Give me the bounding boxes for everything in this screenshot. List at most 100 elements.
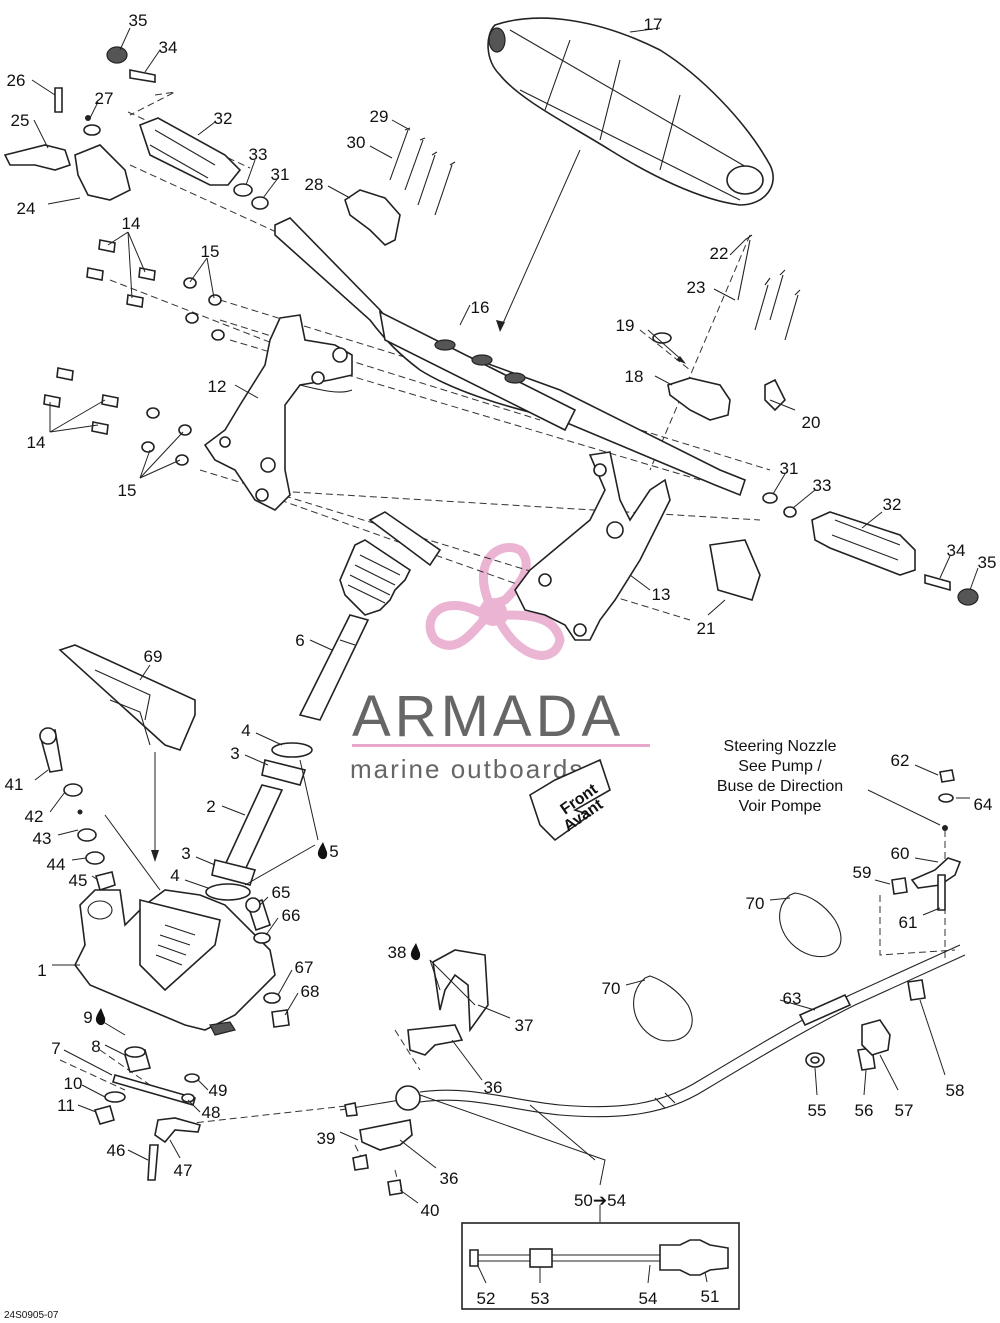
part-number-label: 5 bbox=[329, 842, 338, 861]
part-number-label: 8 bbox=[91, 1037, 100, 1056]
part-number-label: 6 bbox=[295, 631, 304, 650]
part-number-label: 31 bbox=[780, 459, 799, 478]
part-number-label: 66 bbox=[282, 906, 301, 925]
part-1-base-plate bbox=[74, 889, 276, 1036]
part-number-label: 22 bbox=[710, 244, 729, 263]
part-number-label: 33 bbox=[249, 145, 268, 164]
part-number-label: 52 bbox=[477, 1289, 496, 1308]
part-number-label: 67 bbox=[295, 958, 314, 977]
part-number-label: 20 bbox=[802, 413, 821, 432]
part-number-label: 21 bbox=[697, 619, 716, 638]
part-number-label: 11 bbox=[57, 1096, 75, 1115]
part-number-label: 7 bbox=[51, 1039, 60, 1058]
part-number-label: 60 bbox=[891, 844, 910, 863]
part-number-label: 27 bbox=[95, 89, 114, 108]
part-number-label: 70 bbox=[602, 979, 621, 998]
part-16-handlebar bbox=[274, 217, 746, 497]
part-number-label: 43 bbox=[33, 829, 52, 848]
part-number-label: 34 bbox=[159, 38, 178, 57]
part-number-label: 1 bbox=[37, 961, 46, 980]
drawing-code: 24S0905-07 bbox=[4, 1310, 59, 1321]
part-number-label: 17 bbox=[644, 15, 663, 34]
part-number-label: 38 bbox=[388, 943, 407, 962]
part-number-label: 61 bbox=[899, 913, 918, 932]
part-number-label: 10 bbox=[64, 1074, 83, 1093]
parts-65-68-fasteners bbox=[245, 897, 290, 1028]
note-line-1: Steering Nozzle bbox=[724, 738, 837, 755]
part-number-label: 55 bbox=[808, 1101, 827, 1120]
parts-2-3-4-bushings bbox=[205, 742, 313, 901]
part-number-label: 33 bbox=[813, 476, 832, 495]
part-number-label: 30 bbox=[347, 133, 366, 152]
parts-14-15-bolts-washers bbox=[43, 239, 225, 466]
part-number-label: 56 bbox=[855, 1101, 874, 1120]
part-number-label: 62 bbox=[891, 751, 910, 770]
part-number-label: 15 bbox=[201, 242, 220, 261]
steering-nozzle-note: Steering Nozzle See Pump / Buse de Direc… bbox=[717, 738, 843, 815]
part-number-label: 65 bbox=[272, 883, 291, 902]
part-number-label: 42 bbox=[25, 807, 44, 826]
part-number-label: 44 bbox=[47, 855, 66, 874]
oil-drop-icon bbox=[95, 842, 421, 1026]
note-line-3: Buse de Direction bbox=[717, 778, 843, 795]
part-number-label: 36 bbox=[484, 1078, 503, 1097]
cable-assembly bbox=[339, 944, 966, 1118]
part-17-housing bbox=[487, 17, 774, 206]
part-number-label: 53 bbox=[531, 1289, 550, 1308]
part-number-label: 24 bbox=[17, 199, 36, 218]
part-number-label: 64 bbox=[974, 795, 993, 814]
armada-logo: ARMADA marine outboards bbox=[350, 543, 650, 784]
part-number-label: 3 bbox=[230, 744, 239, 763]
part-number-label: 14 bbox=[122, 214, 141, 233]
parts-36-40-clamp bbox=[352, 949, 489, 1196]
note-line-4: Voir Pompe bbox=[739, 798, 822, 815]
part-number-label: 34 bbox=[947, 541, 966, 560]
part-number-label: 48 bbox=[202, 1103, 221, 1122]
part-number-label: 4 bbox=[241, 721, 250, 740]
part-number-label: 47 bbox=[174, 1161, 193, 1180]
part-number-label: 37 bbox=[515, 1016, 534, 1035]
part-number-label: 68 bbox=[301, 982, 320, 1001]
part-number-label: 19 bbox=[616, 316, 635, 335]
parts-55-58 bbox=[805, 979, 926, 1071]
parts-41-45-bolt-stack bbox=[39, 727, 116, 892]
parts-31-35-right-grip bbox=[762, 492, 979, 606]
part-number-label: 9 bbox=[83, 1008, 92, 1027]
part-number-label: 59 bbox=[853, 863, 872, 882]
part-number-label: 31 bbox=[271, 165, 290, 184]
part-number-label: 69 bbox=[144, 647, 163, 666]
part-number-label: 23 bbox=[687, 278, 706, 297]
parts-7-11-linkage bbox=[93, 1046, 201, 1181]
part-number-label: 46 bbox=[107, 1141, 126, 1160]
part-number-label: 32 bbox=[883, 495, 902, 514]
part-number-label: 18 bbox=[625, 367, 644, 386]
part-number-label: 54 bbox=[639, 1289, 658, 1308]
parts-59-64-nozzle-linkage bbox=[891, 769, 962, 911]
logo-name: ARMADA bbox=[352, 684, 624, 749]
part-12-bracket bbox=[203, 314, 353, 511]
parts-24-35-left-grip bbox=[3, 46, 269, 210]
part-number-label: 35 bbox=[129, 11, 148, 30]
part-number-label: 14 bbox=[27, 433, 46, 452]
part-number-label: 51 bbox=[701, 1287, 720, 1306]
part-number-label: 58 bbox=[946, 1081, 965, 1100]
part-number-label: 57 bbox=[895, 1101, 914, 1120]
part-6-steering-column bbox=[298, 511, 442, 721]
part-number-label: 15 bbox=[118, 481, 137, 500]
part-number-label: 36 bbox=[440, 1169, 459, 1188]
part-number-label: 45 bbox=[69, 871, 88, 890]
note-line-2: See Pump / bbox=[738, 758, 822, 775]
part-number-label: 39 bbox=[317, 1129, 336, 1148]
part-number-label: 28 bbox=[305, 175, 324, 194]
parts-70-clips bbox=[633, 892, 842, 1042]
part-number-label: 29 bbox=[370, 107, 389, 126]
part-number-label: 2 bbox=[206, 797, 215, 816]
logo-tagline: marine outboards bbox=[350, 754, 584, 784]
part-number-label: 16 bbox=[471, 298, 490, 317]
part-number-label: 41 bbox=[5, 775, 24, 794]
part-number-label: 35 bbox=[978, 553, 997, 572]
part-number-label: 13 bbox=[652, 585, 671, 604]
part-number-label: 12 bbox=[208, 377, 227, 396]
